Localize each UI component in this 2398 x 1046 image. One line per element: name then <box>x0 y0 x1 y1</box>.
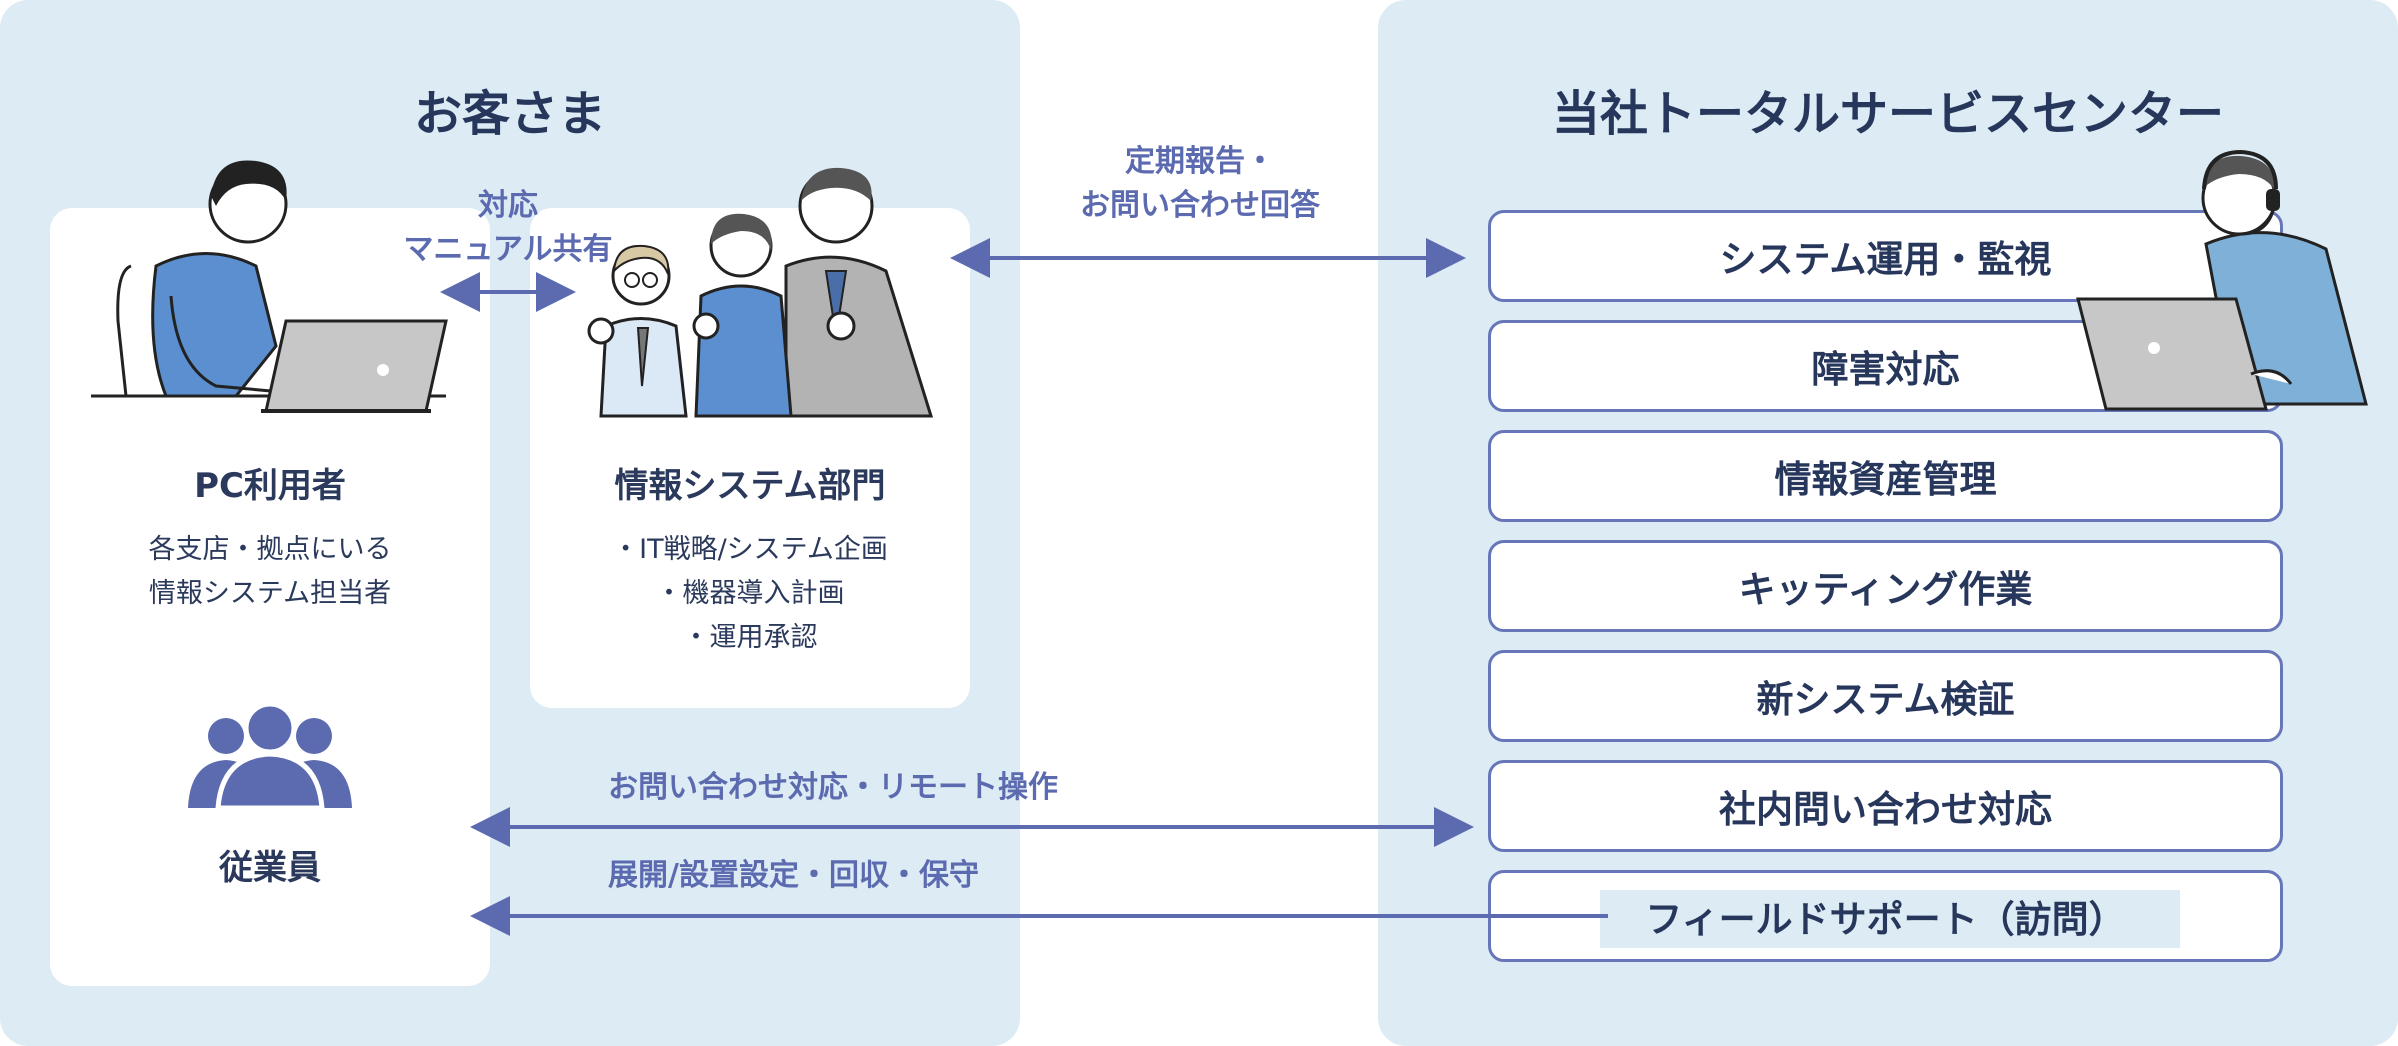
pc-user-desc: 各支店・拠点にいる 情報システム担当者 <box>50 528 490 616</box>
manual-share-label: 対応 マニュアル共有 <box>380 184 636 272</box>
service-item-field-support: フィールドサポート（訪問） <box>1488 870 2283 962</box>
pc-user-desc-line: 各支店・拠点にいる <box>148 534 392 565</box>
service-item: 情報資産管理 <box>1488 430 2283 522</box>
inquiry-label: お問い合わせ対応・リモート操作 <box>608 770 1058 805</box>
headset-operator-icon <box>2076 149 2368 411</box>
employee-name: 従業員 <box>219 848 321 888</box>
report-label: 定期報告・ お問い合わせ回答 <box>1040 140 1360 228</box>
deploy-label: 展開/設置設定・回収・保守 <box>608 858 979 893</box>
pc-user-desc-line: 情報システム担当者 <box>148 578 392 609</box>
service-item: 新システム検証 <box>1488 650 2283 742</box>
center-title: 当社トータルサービスセンター <box>1551 86 2224 142</box>
person-laptop-icon <box>91 160 448 413</box>
service-item: 社内問い合わせ対応 <box>1488 760 2283 852</box>
pc-user-name: PC利用者 <box>194 466 346 506</box>
customer-title: お客さま <box>413 86 606 142</box>
field-support-label: フィールドサポート（訪問） <box>1645 898 2126 941</box>
it-dept-item: ・運用承認 <box>682 622 818 653</box>
it-dept-name: 情報システム部門 <box>614 466 886 506</box>
manual-share-label-line: 対応 <box>478 188 538 223</box>
group-icon <box>188 701 352 808</box>
report-label-line: 定期報告・ <box>1125 144 1275 179</box>
report-label-line: お問い合わせ回答 <box>1080 188 1320 223</box>
business-team-icon <box>587 167 934 418</box>
service-item: システム運用・監視 <box>1488 210 2283 302</box>
manual-share-label-line: マニュアル共有 <box>403 232 613 267</box>
it-dept-item: ・IT戦略/システム企画 <box>612 534 888 565</box>
it-dept-desc: ・IT戦略/システム企画 ・機器導入計画 ・運用承認 <box>530 528 970 660</box>
field-support-highlight <box>1600 890 2180 948</box>
it-dept-item: ・機器導入計画 <box>655 578 845 609</box>
service-item: キッティング作業 <box>1488 540 2283 632</box>
